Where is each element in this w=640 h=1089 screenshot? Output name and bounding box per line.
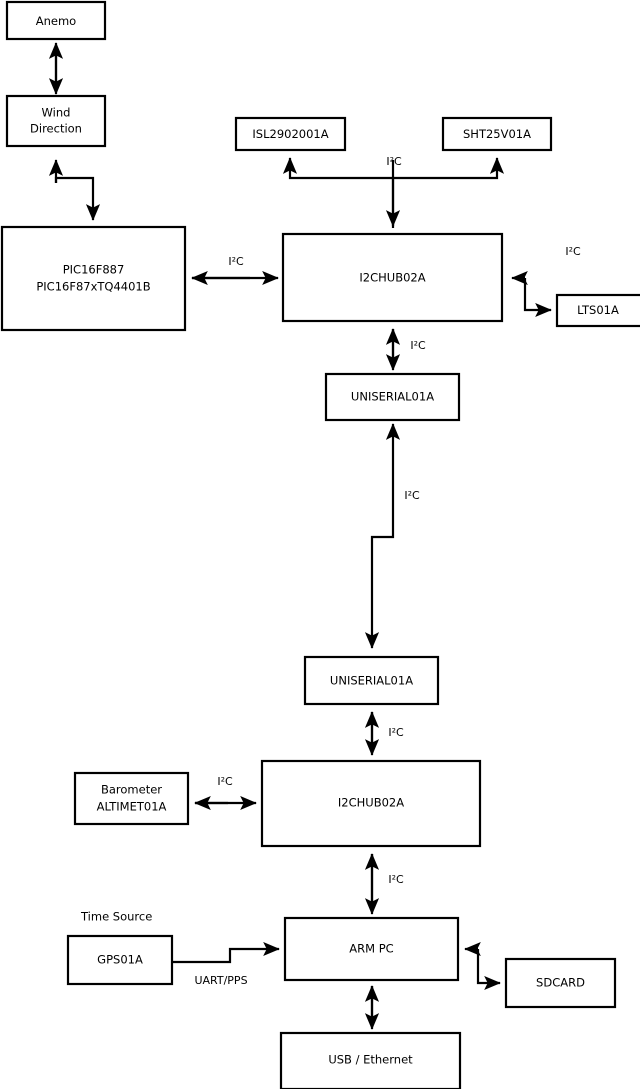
node-arm-pc[interactable]: ARM PC bbox=[283, 916, 460, 982]
node-box[interactable] bbox=[283, 916, 460, 982]
node-gps01a[interactable]: GPS01A bbox=[66, 934, 174, 986]
edge-label-gps-to-arm: UART/PPS bbox=[194, 974, 247, 987]
edge-label-pic-to-hub: I²C bbox=[228, 255, 244, 268]
edge-label-sensors-bus: I²C bbox=[386, 155, 402, 168]
node-label-wind-direction-line2: Direction bbox=[30, 122, 82, 136]
edge-label-uniserial-link: I²C bbox=[404, 489, 420, 502]
node-label-pic-line1: PIC16F887 bbox=[63, 263, 125, 277]
node-label-barometer-line2: ALTIMET01A bbox=[97, 800, 167, 814]
node-label-i2chub02a-bottom: I2CHUB02A bbox=[338, 796, 404, 810]
edge-hub-top-uniserial-top: I²C bbox=[385, 328, 426, 371]
edge-label-uniserial-bottom-to-hub: I²C bbox=[388, 726, 404, 739]
node-box[interactable] bbox=[281, 232, 504, 323]
node-label-i2chub02a-top: I2CHUB02A bbox=[359, 271, 425, 285]
node-uniserial01a-bottom[interactable]: UNISERIAL01A bbox=[303, 655, 440, 706]
node-box[interactable] bbox=[0, 225, 187, 332]
edge-line bbox=[476, 949, 501, 991]
node-box[interactable] bbox=[279, 1031, 462, 1089]
edge-label-hub-to-uniserial-top: I²C bbox=[410, 339, 426, 352]
node-uniserial01a-top[interactable]: UNISERIAL01A bbox=[324, 372, 461, 422]
node-sdcard[interactable]: SDCARD bbox=[504, 957, 617, 1009]
node-label-gps01a: GPS01A bbox=[97, 953, 143, 967]
edge-label-hub-to-lts: I²C bbox=[565, 245, 581, 258]
edge-hub-top-sensors: I²C bbox=[282, 155, 505, 228]
edge-pic-hub-top: I²C bbox=[191, 255, 279, 286]
edge-barometer-hub-bottom: I²C bbox=[194, 775, 257, 811]
node-box[interactable] bbox=[73, 771, 190, 826]
edge-line bbox=[172, 941, 280, 964]
node-box[interactable] bbox=[66, 934, 174, 986]
edge-pic-wind-direction bbox=[48, 159, 101, 221]
edge-uniserial-link: I²C bbox=[364, 423, 420, 649]
edge-line bbox=[393, 157, 505, 180]
edge-line bbox=[364, 426, 395, 649]
node-label-anemo: Anemo bbox=[36, 14, 76, 28]
edge-line bbox=[523, 278, 552, 318]
node-anemo[interactable]: Anemo bbox=[5, 0, 107, 41]
node-label-barometer-line1: Barometer bbox=[101, 783, 162, 797]
node-label-sht25v01a: SHT25V01A bbox=[463, 127, 531, 141]
node-label-usb-ethernet: USB / Ethernet bbox=[328, 1053, 413, 1067]
node-label-uniserial01a-bottom: UNISERIAL01A bbox=[330, 674, 413, 688]
node-box[interactable] bbox=[324, 372, 461, 422]
node-sht25v01a[interactable]: SHT25V01A bbox=[441, 116, 553, 152]
edge-gps-arm: UART/PPS bbox=[172, 941, 280, 987]
node-box[interactable] bbox=[5, 0, 107, 41]
node-label-isl2902001a: ISL2902001A bbox=[252, 127, 328, 141]
node-box[interactable] bbox=[260, 759, 482, 848]
node-box[interactable] bbox=[303, 655, 440, 706]
node-box[interactable] bbox=[555, 293, 640, 328]
node-pic[interactable]: PIC16F887 PIC16F87xTQ4401B bbox=[0, 225, 187, 332]
node-isl2902001a[interactable]: ISL2902001A bbox=[234, 116, 347, 152]
node-box[interactable] bbox=[504, 957, 617, 1009]
node-label-pic-line2: PIC16F87xTQ4401B bbox=[36, 280, 150, 294]
node-label-arm-pc: ARM PC bbox=[349, 942, 393, 956]
edge-arm-sdcard bbox=[464, 941, 501, 991]
node-barometer[interactable]: Barometer ALTIMET01A bbox=[73, 771, 190, 826]
edge-line bbox=[282, 157, 395, 228]
node-box[interactable] bbox=[441, 116, 553, 152]
node-lts01a[interactable]: LTS01A bbox=[555, 293, 640, 328]
edge-label-hub-to-arm: I²C bbox=[388, 873, 404, 886]
edge-hub-bottom-arm: I²C bbox=[364, 853, 404, 915]
node-usb-ethernet[interactable]: USB / Ethernet bbox=[279, 1031, 462, 1089]
node-i2chub02a-bottom[interactable]: I2CHUB02A bbox=[260, 759, 482, 848]
node-box[interactable] bbox=[5, 94, 107, 148]
node-label-wind-direction-line1: Wind bbox=[42, 106, 71, 120]
edge-label-barometer-to-hub: I²C bbox=[217, 775, 233, 788]
node-label-lts01a: LTS01A bbox=[577, 303, 619, 317]
node-label-sdcard: SDCARD bbox=[536, 976, 585, 990]
edge-line bbox=[54, 176, 101, 221]
edge-hub-top-lts: I²C bbox=[511, 245, 581, 318]
node-wind-direction[interactable]: Wind Direction bbox=[5, 94, 107, 148]
node-label-uniserial01a-top: UNISERIAL01A bbox=[351, 390, 434, 404]
edge-uniserial-bottom-hub-bottom: I²C bbox=[364, 711, 404, 756]
label-time-source: Time Source bbox=[80, 910, 152, 924]
node-box[interactable] bbox=[234, 116, 347, 152]
node-i2chub02a-top[interactable]: I2CHUB02A bbox=[281, 232, 504, 323]
